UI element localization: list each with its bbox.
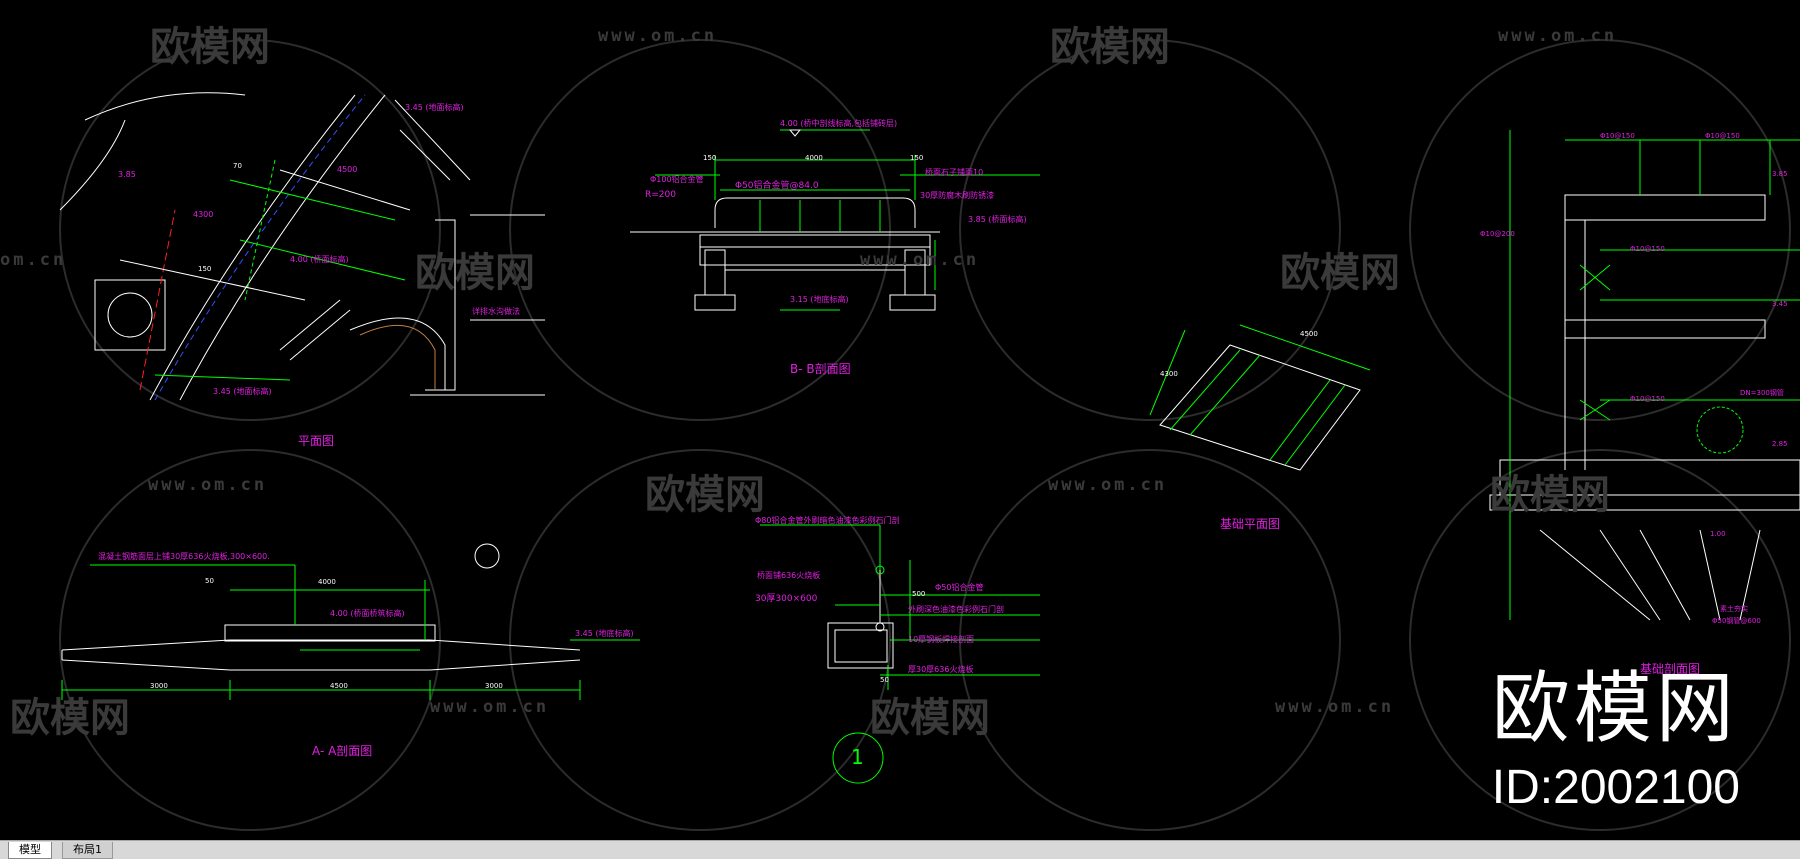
section-b-label: 150 [910,154,924,162]
watermark-url: www.om.cn [1275,697,1395,717]
foundation-label: 4500 [1300,330,1318,338]
foundation-section-label: 2.85 [1772,440,1788,448]
foundation-section-label: Φ50钢管@600 [1712,617,1761,625]
detail-label: 30厚300×600 [755,594,818,604]
detail-label: 厚30厚636火烧板 [908,665,974,674]
detail-label: 10厚钢板焊接剖面 [908,635,975,644]
section-a-label: 4.00 (桥面桥筑标高) [330,609,405,618]
detail-number: 1 [851,745,864,769]
foundation-plan-title: 基础平面图 [1220,517,1281,531]
plan-label: 详排水沟做法 [472,307,520,316]
detail-label: Φ50铝合金管 [935,583,984,592]
watermark-brand: 欧模网 [1490,473,1610,517]
section-a-label: 4500 [330,682,348,690]
cad-model-space[interactable]: 欧模网 欧模网 欧模网 欧模网 欧模网 欧模网 欧模网 欧模网 www.om.c… [0,0,1800,840]
section-b-title: B- B剖面图 [790,362,851,376]
plan-label: 3.45 (地面标高) [213,387,272,396]
foundation-label: 4300 [1160,370,1178,378]
detail-label: 50 [880,676,889,684]
watermark-brand: 欧模网 [150,25,270,69]
section-a-label: 3000 [150,682,168,690]
plan-label: 3.85 [118,170,136,179]
section-b-label: R=200 [645,190,676,200]
plan-label: 4.00 (桥面标高) [290,255,349,264]
foundation-section-label: 3.45 [1772,300,1788,308]
section-b-label: 桥面石子铺面10 [925,168,984,177]
plan-label: 70 [233,162,242,170]
watermark-url: www.om.cn [860,250,980,270]
foundation-section-label: 3.85 [1772,170,1788,178]
section-b-label: 3.85 (桥面标高) [968,215,1027,224]
plan-label: 150 [198,265,212,273]
section-a-view [61,543,640,700]
foundation-section-label: Φ10@200 [1480,230,1515,238]
watermark-url: www.om.cn [1048,475,1168,495]
foundation-section-label: 素土夯实 [1720,605,1748,613]
foundation-section-label: Φ10@150 [1600,132,1635,140]
brand-overlay: 欧模网 ID:2002100 [1492,668,1740,816]
cad-drawing-svg [59,39,1800,831]
watermark-brand: 欧模网 [415,251,535,295]
section-a-label: 4000 [318,578,336,586]
watermark-url: om.cn [0,250,67,270]
layout-tab-bar: 模型 布局1 [0,840,1800,859]
foundation-section-view [1489,130,1800,621]
section-b-label: 30厚防腐木刷防锈漆 [920,191,995,200]
watermark-url: www.om.cn [430,697,550,717]
detail-label: 500 [912,590,926,598]
plan-label: 4300 [193,210,214,219]
detail-label: 外刷深色油漆色彩例石门剖 [908,605,1004,614]
foundation-plan-view [1149,324,1371,471]
tab-model[interactable]: 模型 [8,842,52,859]
section-b-view [630,129,1040,311]
watermark-url: www.om.cn [598,26,718,46]
section-a-label: 50 [205,577,214,585]
section-a-label: 3000 [485,682,503,690]
foundation-section-label: 1.00 [1710,530,1726,538]
plan-label: 4500 [337,165,358,174]
foundation-section-title: 基础剖面图 [1640,662,1701,676]
brand-name: 欧模网 [1491,664,1738,752]
plan-label: 3.45 (地面标高) [405,103,464,112]
watermark-brand: 欧模网 [645,473,765,517]
watermark-brand: 欧模网 [1280,251,1400,295]
plan-title: 平面图 [298,434,335,448]
watermark-circles [59,39,1791,831]
foundation-section-label: DN=300钢管 [1740,389,1784,397]
watermark-url: www.om.cn [1498,26,1618,46]
foundation-section-label: Φ10@150 [1630,245,1665,253]
brand-id: ID:2002100 [1491,761,1740,814]
watermark-brand: 欧模网 [1050,25,1170,69]
watermark-brand: 欧模网 [870,696,990,740]
section-b-label: 3.15 (地底标高) [790,295,849,304]
section-b-label: Φ100铝合金管 [650,175,704,184]
detail-1-view [760,524,1040,784]
foundation-section-label: Φ10@150 [1630,395,1665,403]
foundation-section-label: Φ10@150 [1705,132,1740,140]
section-b-label: 150 [703,154,717,162]
plan-view [59,92,545,401]
section-a-title: A- A剖面图 [312,744,373,758]
detail-label: Φ80铝合金管外刷暗色油漆色彩例石门剖 [755,516,900,525]
detail-label: 桥面铺636火烧板 [757,571,821,580]
section-a-label: 混凝土钢筋面层上铺30厚636火烧板,300×600. [98,552,270,561]
watermark-brand: 欧模网 [10,696,130,740]
section-a-label: 3.45 (地底标高) [575,629,634,638]
watermark-url: www.om.cn [148,475,268,495]
section-b-label: Φ50铝合金管@84.0 [735,181,819,191]
tab-layout1[interactable]: 布局1 [62,842,113,859]
section-b-label: 4.00 (桥中剖线标高,包括铺砖层) [780,119,898,128]
section-b-label: 4000 [805,154,823,162]
